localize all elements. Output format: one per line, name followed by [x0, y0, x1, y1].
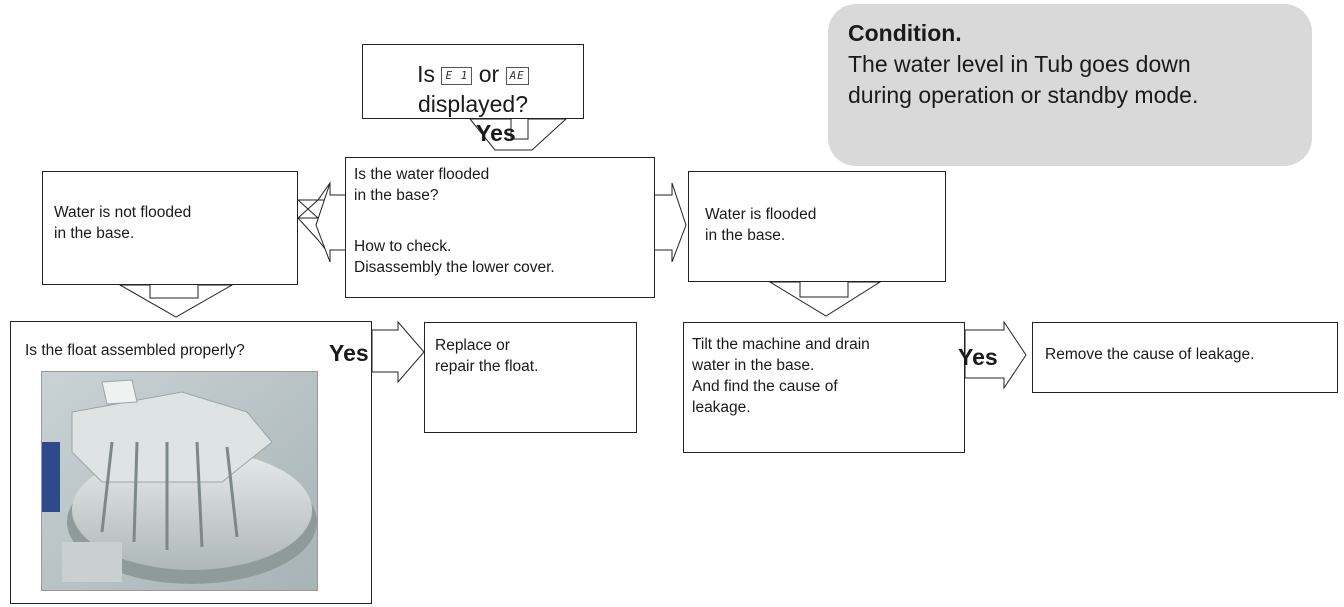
condition-panel: Condition. The water level in Tub goes d… [828, 4, 1312, 166]
condition-line: during operation or standby mode. [848, 82, 1199, 108]
float-question-label: Is the float assembled properly? [25, 342, 245, 359]
not-flooded-box: Water is not flooded in the base. [42, 171, 298, 285]
yes-label-right: Yes [958, 344, 998, 370]
yes-label-left: Yes [329, 340, 369, 366]
how-to-check: How to check. [354, 238, 452, 255]
flooded-question-box: Is the water flooded in the base? How to… [345, 157, 655, 298]
yes-arrow-left [371, 320, 425, 384]
yes-arrow-right [964, 320, 1027, 390]
tilt-line: And find the cause of [692, 378, 838, 395]
check-instruction: Disassembly the lower cover. [354, 259, 555, 276]
or-word: or [478, 61, 500, 87]
yes-label-top: Yes [476, 120, 516, 146]
condition-title: Condition. [848, 20, 962, 46]
not-flooded-line: in the base. [54, 225, 135, 242]
float-photo [41, 371, 318, 591]
down-arrow-top [468, 118, 568, 151]
right-arrow-shape [655, 182, 687, 263]
condition-line: The water level in Tub goes down [848, 51, 1191, 77]
flooded-box: Water is flooded in the base. [688, 171, 946, 282]
not-flooded-line: Water is not flooded [54, 204, 192, 221]
replace-float-line: Replace or [435, 337, 510, 354]
tilt-line: leakage. [692, 399, 751, 416]
tilt-line: Tilt the machine and drain [692, 336, 870, 353]
left-arrow-shape [315, 182, 345, 263]
replace-float-box: Replace or repair the float. [424, 322, 637, 433]
display-question-line1: Is E 1 or AE [363, 59, 583, 89]
flooded-question-line: Is the water flooded [354, 166, 490, 183]
remove-cause-label: Remove the cause of leakage. [1045, 346, 1255, 363]
replace-float-line: repair the float. [435, 358, 539, 375]
flooded-line: Water is flooded [705, 206, 817, 223]
error-code-ae: AE [505, 66, 529, 85]
display-question-line2: displayed? [418, 91, 528, 117]
remove-cause-box: Remove the cause of leakage. [1032, 322, 1338, 393]
down-arrow-right [768, 281, 882, 317]
display-question-box: Is E 1 or AE displayed? [362, 44, 584, 119]
tilt-machine-box: Tilt the machine and drain water in the … [683, 322, 965, 453]
tilt-line: water in the base. [692, 357, 815, 374]
is-word: Is [417, 61, 436, 87]
error-code-e1: E 1 [441, 66, 473, 85]
flooded-line: in the base. [705, 227, 786, 244]
down-arrow-left [118, 284, 234, 318]
flooded-question-line: in the base? [354, 187, 439, 204]
